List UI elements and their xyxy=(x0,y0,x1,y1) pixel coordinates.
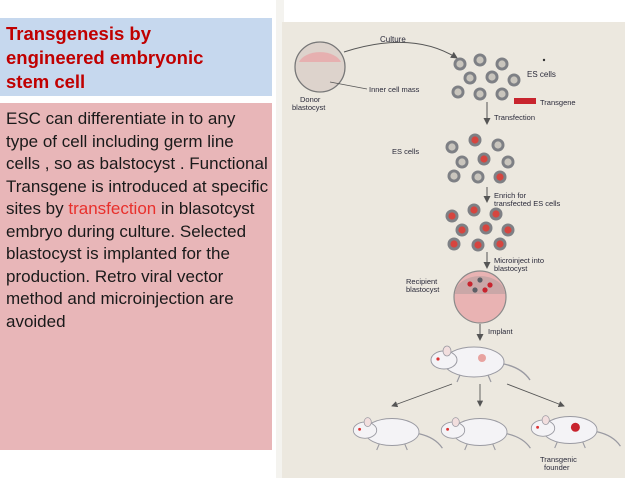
label-donor: Donor xyxy=(300,95,321,104)
label-donor-2: blastocyst xyxy=(292,103,326,112)
label-microinject-2: blastocyst xyxy=(494,264,528,273)
label-founder-2: founder xyxy=(544,463,570,472)
label-enrich: Enrich for xyxy=(494,191,527,200)
offspring-mouse-icon xyxy=(352,416,444,451)
body-text: ESC can differentiate in to any type of … xyxy=(6,108,270,333)
label-implant: Implant xyxy=(488,327,514,336)
body-text-part2: in blasotcyst embryo during culture. Sel… xyxy=(6,199,255,331)
body-box: ESC can differentiate in to any type of … xyxy=(0,103,272,450)
slide-title: Transgenesis by engineered embryonic ste… xyxy=(6,23,204,92)
diagram-svg: Donor blastocyst Culture Inner cell mass… xyxy=(292,35,622,472)
photo-edge xyxy=(276,0,284,478)
label-transfection: Transfection xyxy=(494,113,535,122)
es-cell-cluster-top xyxy=(451,53,521,101)
label-inner-cell-mass: Inner cell mass xyxy=(369,85,420,94)
label-es-cells-top: ES cells xyxy=(527,70,556,79)
label-microinject: Microinject into xyxy=(494,256,544,265)
offspring-mouse-icon xyxy=(440,416,532,451)
transgene-bar-icon xyxy=(514,98,536,104)
label-founder: Transgenic xyxy=(540,455,577,464)
surrogate-mouse-icon xyxy=(430,345,531,383)
label-culture: Culture xyxy=(380,35,406,44)
donor-blastocyst-icon xyxy=(294,41,346,93)
diagram-photo: Donor blastocyst Culture Inner cell mass… xyxy=(282,22,625,478)
body-text-part1: ESC can differentiate in to any type of … xyxy=(6,109,269,218)
label-recipient-2: blastocyst xyxy=(406,285,440,294)
label-transgene: Transgene xyxy=(540,98,576,107)
label-es-cells-mid: ES cells xyxy=(392,147,419,156)
es-cell-cluster-enriched xyxy=(445,203,515,252)
transgenic-founder-mouse-icon xyxy=(530,414,622,449)
title-box: Transgenesis by engineered embryonic ste… xyxy=(0,18,272,96)
label-enrich-2: transfected ES cells xyxy=(494,199,561,208)
body-text-highlight: transfection xyxy=(68,199,157,218)
es-cell-cluster-mid xyxy=(445,133,515,184)
label-recipient: Recipient xyxy=(406,277,438,286)
recipient-blastocyst-icon xyxy=(453,270,507,324)
